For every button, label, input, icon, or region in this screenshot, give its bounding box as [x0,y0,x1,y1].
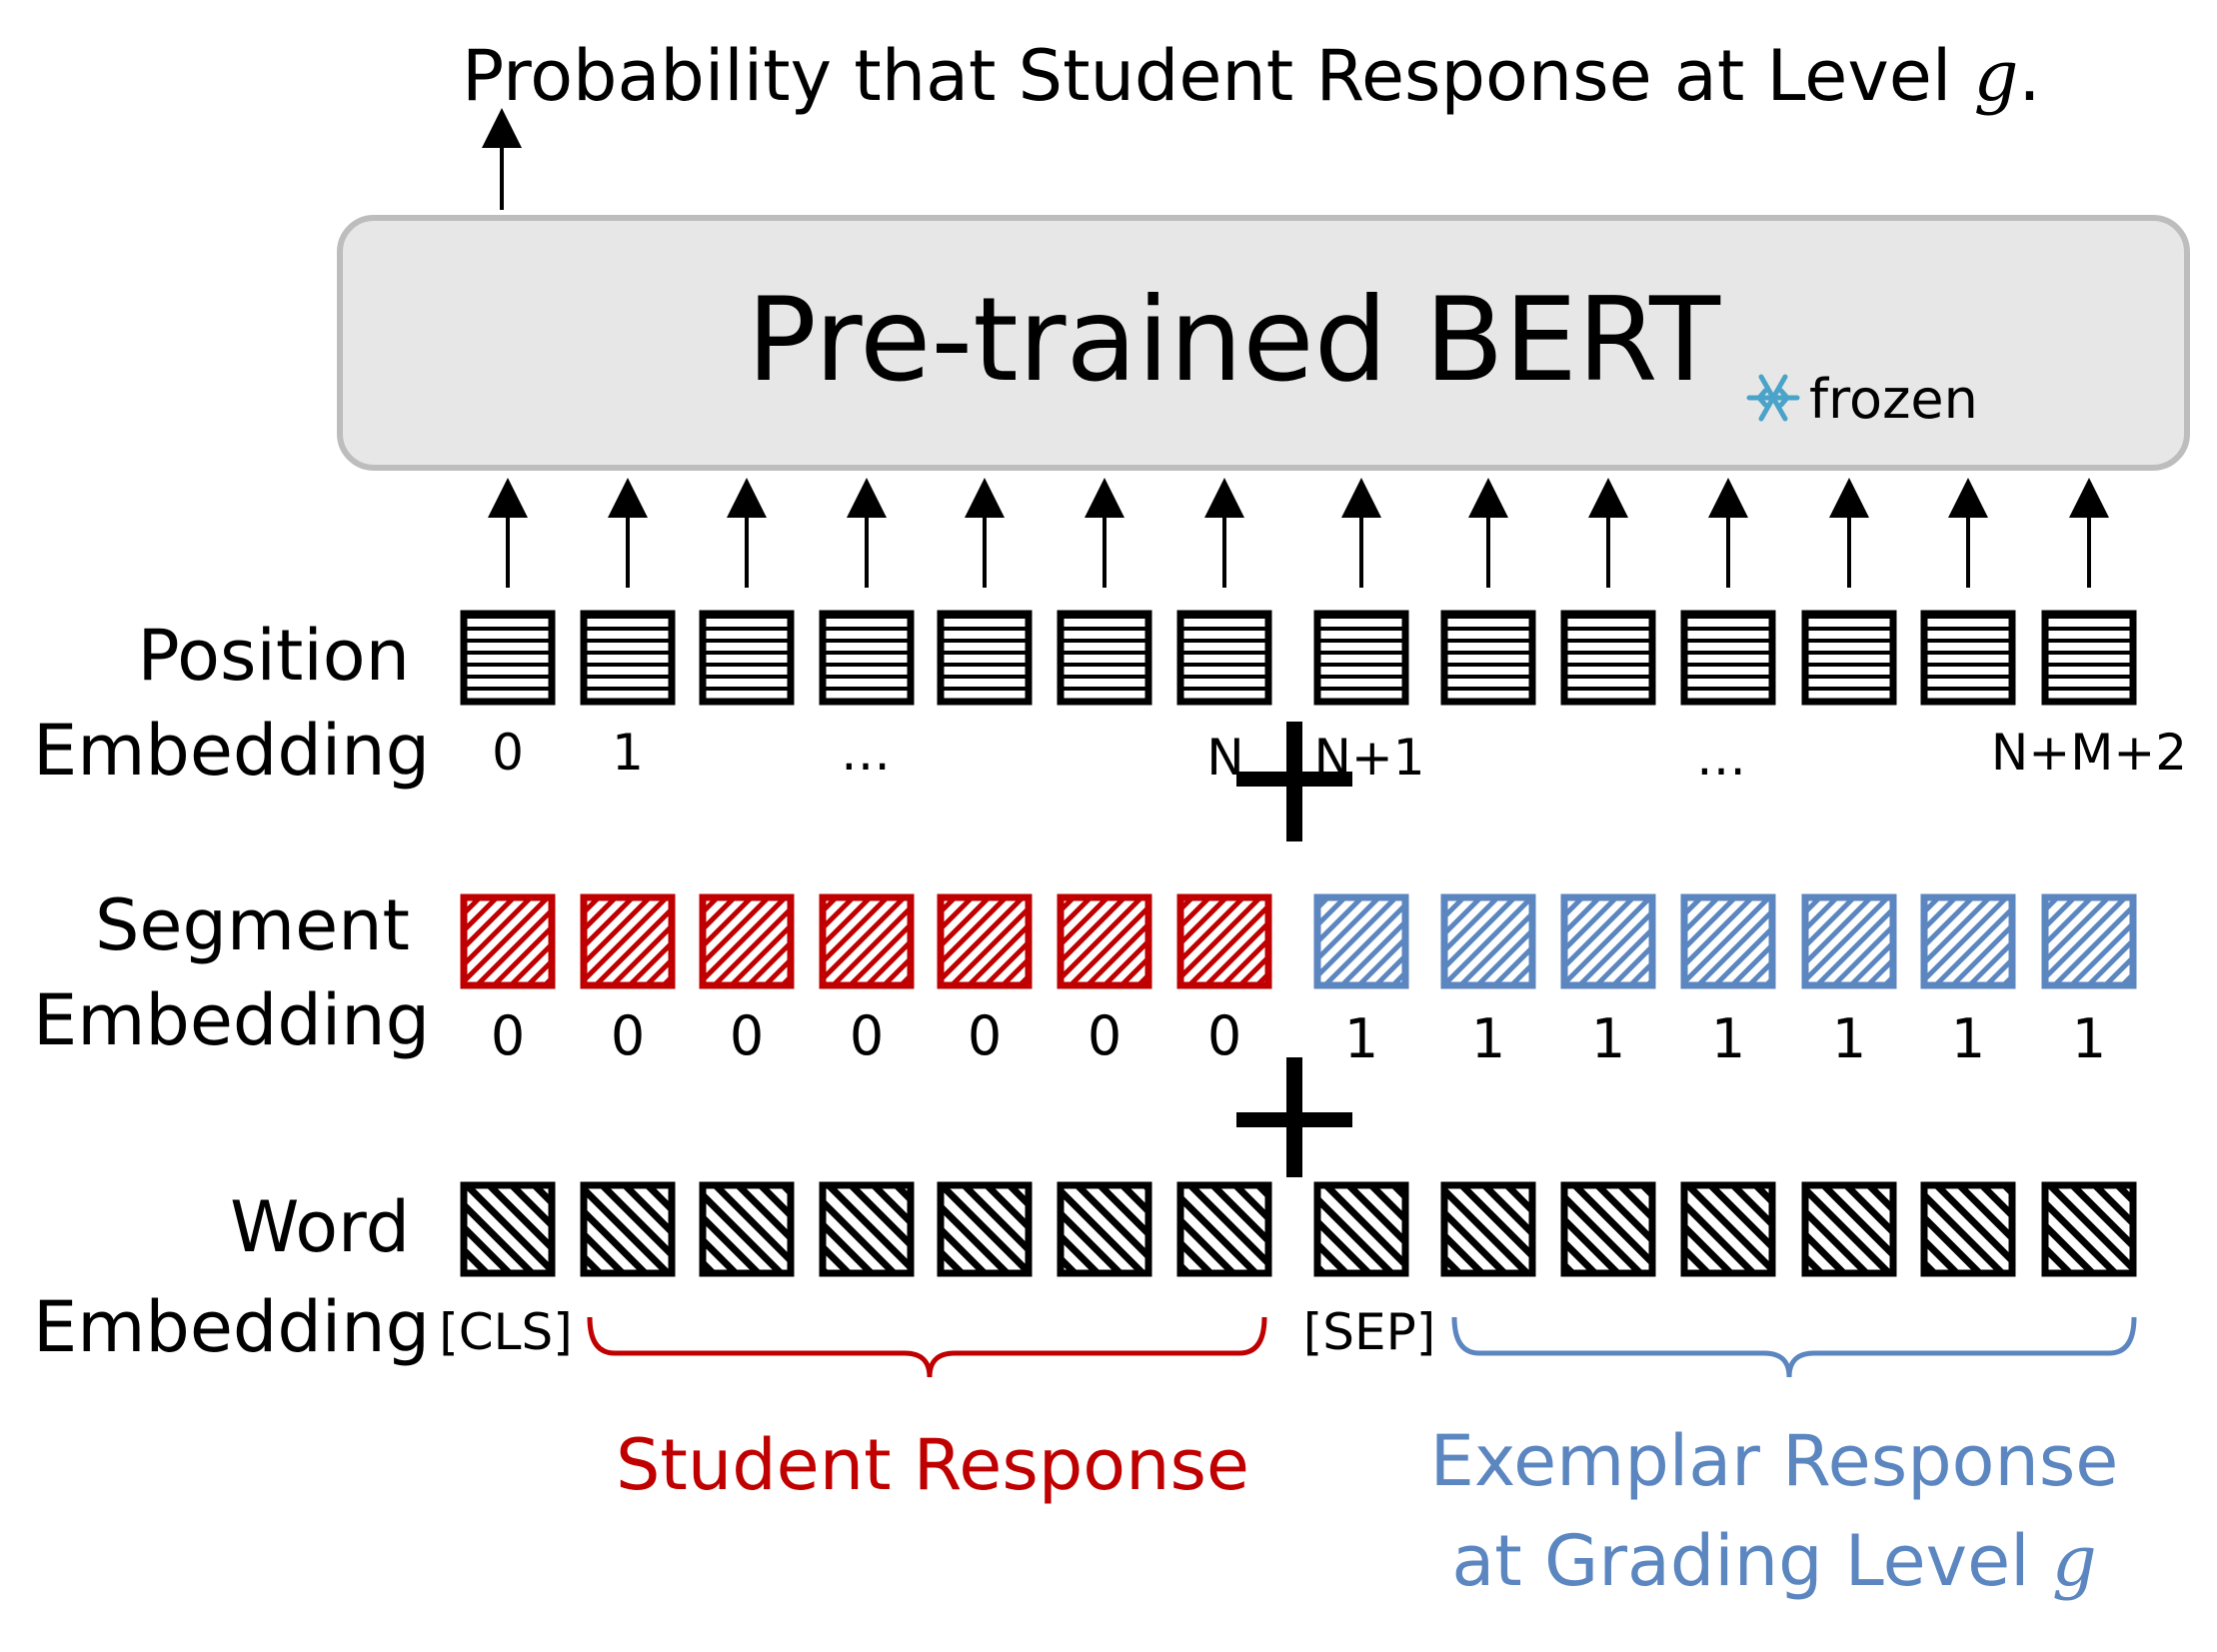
segment-row-label-line2: Embedding [33,979,430,1061]
segment-id: 1 [2072,1007,2106,1070]
segment-embedding-box-student [699,893,795,989]
position-embedding-box [937,610,1033,706]
position-embedding-box [1920,610,2016,706]
sep-token: [SEP] [1303,1303,1436,1361]
word-embedding-box [2041,1181,2137,1277]
segment-embedding-box-student [580,893,676,989]
position-embedding-box [1560,610,1656,706]
position-index-ellipsis: … [1696,729,1746,787]
position-embedding-box [1313,610,1409,706]
position-embedding-box [819,610,915,706]
word-embedding-box [1680,1181,1776,1277]
segment-id: 0 [1207,1004,1241,1067]
position-embedding-box [699,610,795,706]
segment-id: 1 [1344,1007,1378,1070]
student-response-brace [587,1316,1267,1378]
position-index: 0 [492,724,524,782]
input-arrows [488,478,2109,588]
word-embedding-box [460,1181,556,1277]
position-index: N+M+2 [1991,724,2187,782]
position-embedding-row [460,610,2137,706]
cls-token: [CLS] [439,1303,573,1361]
snowflake-icon [1746,374,1800,422]
segment-id: 1 [1591,1007,1625,1070]
output-caption-period: . [2018,35,2040,117]
position-embedding-box [460,610,556,706]
bert-box [337,215,2190,471]
segment-embedding-row [460,893,2137,989]
position-embedding-box [580,610,676,706]
word-embedding-box [1920,1181,2016,1277]
word-embedding-box [1176,1181,1272,1277]
position-embedding-box [1440,610,1536,706]
exemplar-line2-text: at Grading Level [1451,1520,2051,1602]
segment-embedding-box-exemplar [1920,893,2016,989]
segment-id: 0 [1088,1004,1121,1067]
segment-ids: 0 0 0 0 0 0 0 1 1 1 1 1 1 1 [491,1004,2106,1070]
segment-embedding-box-student [819,893,915,989]
position-row-label-line2: Embedding [33,710,430,792]
position-embedding-box [1057,610,1152,706]
output-caption: Probability that Student Response at Lev… [462,35,2041,117]
word-embedding-row [460,1181,2137,1277]
segment-embedding-box-exemplar [1313,893,1409,989]
segment-embedding-box-student [1176,893,1272,989]
segment-embedding-box-exemplar [1440,893,1536,989]
segment-id: 0 [611,1004,645,1067]
word-row-label-line2: Embedding [33,1286,430,1368]
word-embedding-box [1440,1181,1536,1277]
word-embedding-box [819,1181,915,1277]
exemplar-level-variable: g [2052,1520,2097,1602]
word-embedding-box [1801,1181,1897,1277]
position-index-ellipsis: … [841,724,891,782]
word-embedding-box [699,1181,795,1277]
segment-embedding-box-exemplar [2041,893,2137,989]
position-embedding-box [1801,610,1897,706]
plus-operator-2 [1236,1057,1352,1177]
segment-embedding-box-exemplar [1560,893,1656,989]
output-caption-text: Probability that Student Response at Lev… [462,35,1974,117]
exemplar-response-label-line1: Exemplar Response [1430,1420,2119,1502]
segment-embedding-box-student [460,893,556,989]
segment-id: 0 [850,1004,884,1067]
exemplar-response-label-line2: at Grading Level g [1451,1520,2096,1602]
plus-operator-1 [1236,722,1352,841]
word-row-label-line1: Word [230,1186,410,1268]
segment-embedding-box-student [1057,893,1152,989]
word-embedding-box [1057,1181,1152,1277]
position-embedding-box [1176,610,1272,706]
segment-id: 0 [491,1004,525,1067]
position-index: 1 [612,724,644,782]
segment-embedding-box-exemplar [1680,893,1776,989]
segment-id: 1 [1471,1007,1505,1070]
segment-id: 0 [968,1004,1002,1067]
segment-embedding-box-student [937,893,1033,989]
word-embedding-box [1560,1181,1656,1277]
word-embedding-box [1313,1181,1409,1277]
segment-id: 1 [1832,1007,1866,1070]
segment-row-label-line1: Segment [95,884,410,966]
output-level-variable: g [1974,35,2019,117]
segment-id: 1 [1711,1007,1745,1070]
position-embedding-box [2041,610,2137,706]
bert-label: Pre-trained BERT [747,273,1721,408]
word-embedding-box [937,1181,1033,1277]
word-embedding-box [580,1181,676,1277]
exemplar-response-brace [1451,1316,2137,1378]
segment-id: 1 [1951,1007,1985,1070]
position-row-label-line1: Position [137,615,410,697]
position-embedding-box [1680,610,1776,706]
segment-embedding-box-exemplar [1801,893,1897,989]
segment-id: 0 [730,1004,764,1067]
frozen-label: frozen [1809,368,1978,431]
student-response-label: Student Response [616,1424,1249,1506]
